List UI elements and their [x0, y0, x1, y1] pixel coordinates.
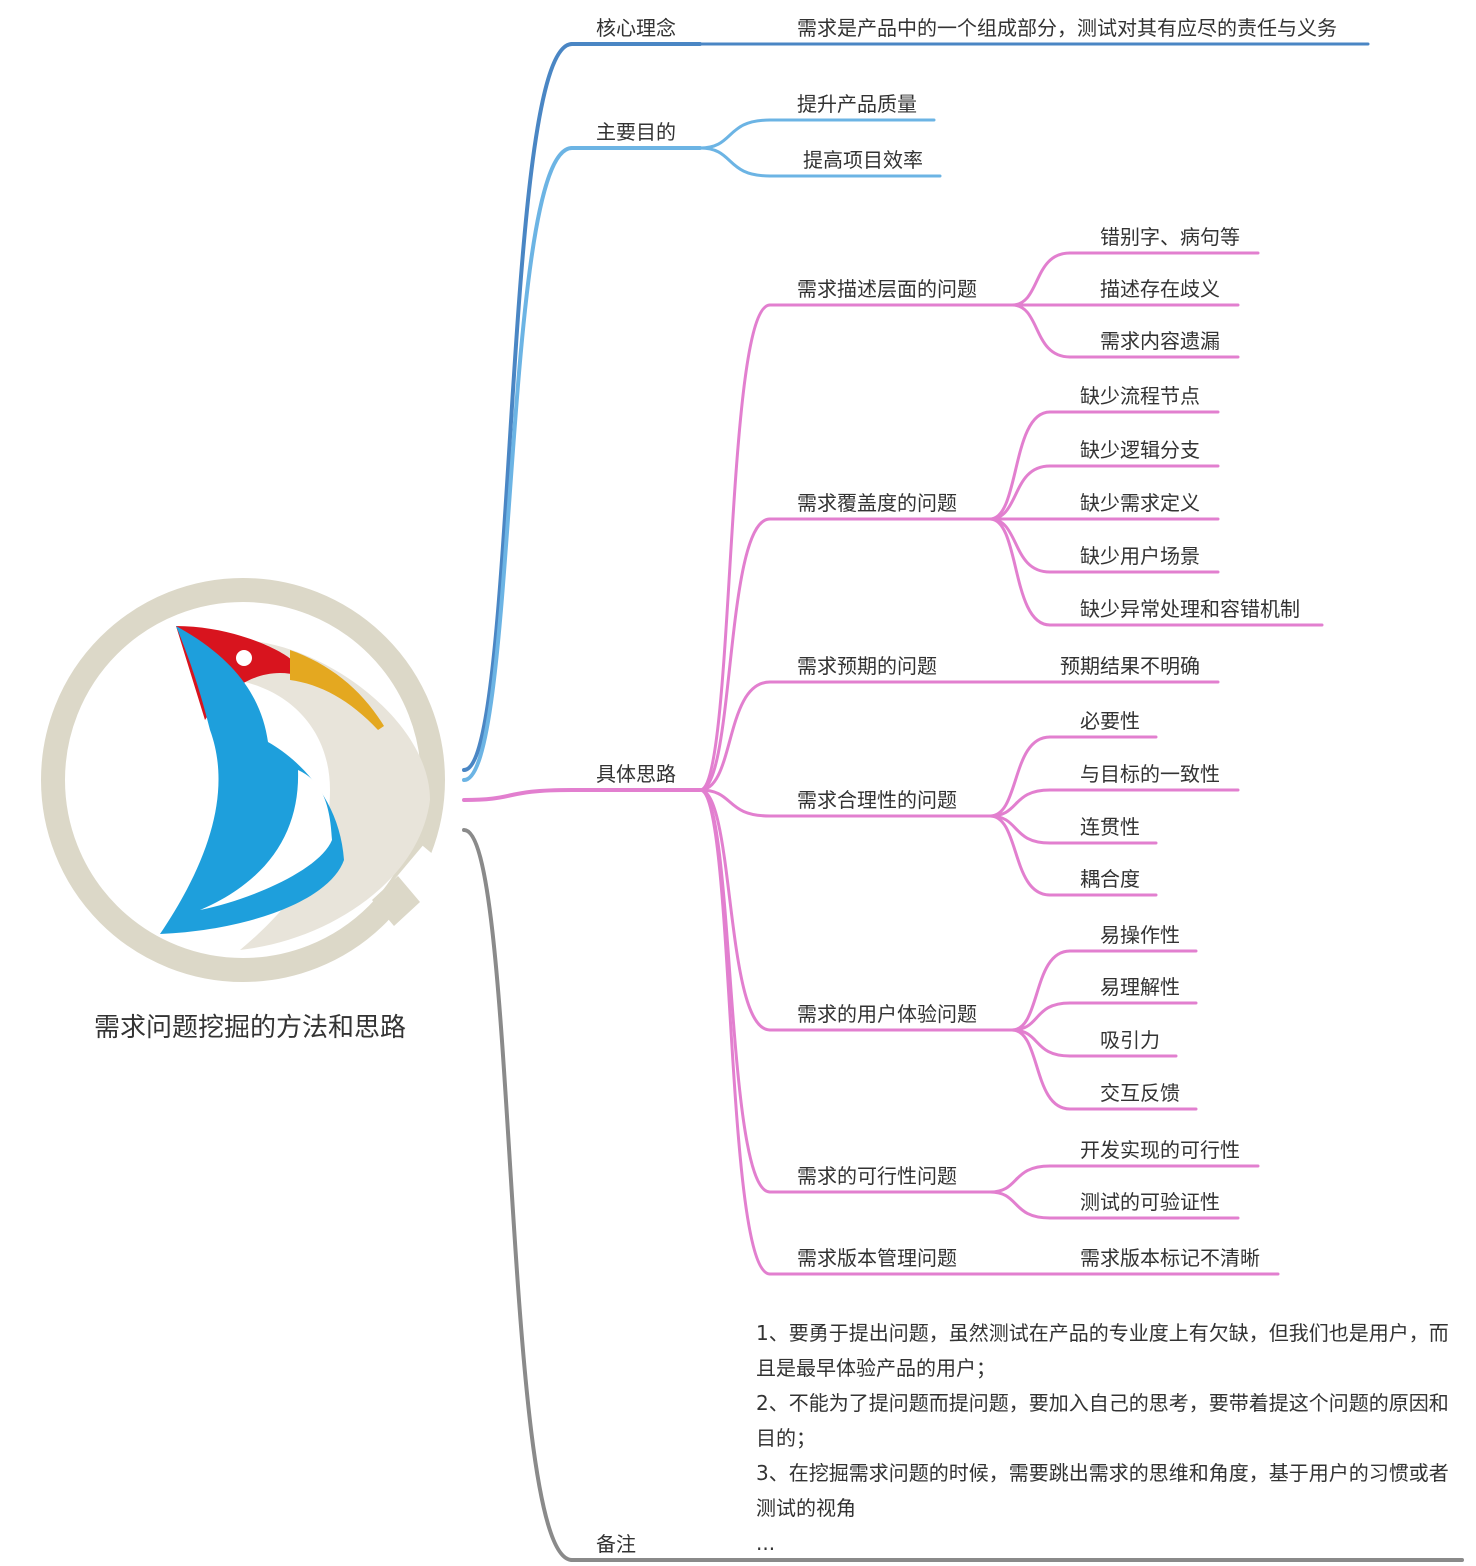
topic-approach-group[interactable]: 需求的可行性问题 — [797, 1164, 957, 1188]
root-topic[interactable]: 需求问题挖掘的方法和思路 — [93, 1013, 406, 1043]
topic-approach-group[interactable]: 需求描述层面的问题 — [797, 277, 977, 301]
topic-approach[interactable]: 具体思路 — [596, 762, 676, 786]
topic-goal-child[interactable]: 提升产品质量 — [797, 92, 917, 116]
topic-core[interactable]: 核心理念 — [596, 16, 676, 40]
edge-approach-leaf — [988, 517, 1052, 574]
edge-approach-leaf — [988, 517, 1052, 627]
topic-goal-child[interactable]: 提高项目效率 — [803, 148, 923, 172]
edge-notes — [462, 828, 574, 1562]
edge-approach-leaf — [988, 735, 1052, 818]
topic-approach-leaf[interactable]: 需求内容遗漏 — [1100, 329, 1220, 353]
edge-goal-child — [698, 118, 772, 150]
topic-goal[interactable]: 主要目的 — [596, 120, 676, 144]
topic-approach-leaf[interactable]: 缺少用户场景 — [1080, 544, 1200, 568]
topic-approach-leaf[interactable]: 错别字、病句等 — [1100, 225, 1240, 249]
edge-approach-leaf — [1010, 303, 1072, 359]
edge-approach-leaf — [1010, 251, 1072, 307]
edge-approach-group — [698, 788, 772, 818]
topic-approach-leaf[interactable]: 缺少逻辑分支 — [1080, 438, 1200, 462]
edge-core — [462, 42, 574, 772]
topic-approach-group[interactable]: 需求预期的问题 — [797, 654, 937, 678]
note-line: 1、要勇于提出问题，虽然测试在产品的专业度上有欠缺，但我们也是用户，而且是最早体… — [756, 1321, 1449, 1380]
topic-approach-leaf[interactable]: 连贯性 — [1080, 815, 1140, 839]
topic-approach-leaf[interactable]: 描述存在歧义 — [1100, 277, 1220, 301]
edge-approach-group — [698, 788, 772, 1276]
note-line: 3、在挖掘需求问题的时候，需要跳出需求的思维和角度，基于用户的习惯或者测试的视角 — [756, 1461, 1449, 1520]
edge-approach-group — [698, 788, 772, 1194]
topic-approach-group[interactable]: 需求的用户体验问题 — [797, 1002, 977, 1026]
note-line: ... — [756, 1531, 776, 1555]
edge-approach-group — [698, 680, 772, 792]
note-line: 2、不能为了提问题而提问题，要加入自己的思考，要带着提这个问题的原因和目的； — [756, 1391, 1449, 1450]
edge-approach-group — [698, 788, 772, 1032]
topic-approach-group[interactable]: 需求版本管理问题 — [797, 1246, 957, 1270]
edge-goal — [462, 146, 574, 782]
mindmap-edges — [462, 42, 1464, 1562]
topic-approach-leaf[interactable]: 易理解性 — [1100, 975, 1180, 999]
edge-approach-leaf — [1010, 1028, 1072, 1111]
topic-approach-leaf[interactable]: 预期结果不明确 — [1060, 654, 1200, 678]
edge-approach-group — [698, 517, 772, 792]
topic-approach-leaf[interactable]: 耦合度 — [1080, 867, 1140, 891]
topic-approach-leaf[interactable]: 缺少流程节点 — [1080, 384, 1200, 408]
topic-core-child[interactable]: 需求是产品中的一个组成部分，测试对其有应尽的责任与义务 — [797, 16, 1337, 40]
topic-approach-leaf[interactable]: 必要性 — [1080, 709, 1140, 733]
topic-approach-leaf[interactable]: 与目标的一致性 — [1080, 762, 1220, 786]
topic-approach-leaf[interactable]: 缺少需求定义 — [1080, 491, 1200, 515]
edge-approach-leaf — [988, 1164, 1052, 1194]
topic-approach-group[interactable]: 需求覆盖度的问题 — [797, 491, 957, 515]
topic-approach-leaf[interactable]: 吸引力 — [1100, 1028, 1160, 1052]
topic-approach-leaf[interactable]: 需求版本标记不清晰 — [1080, 1246, 1260, 1270]
woodpecker-logo — [41, 578, 477, 982]
notes-text: 1、要勇于提出问题，虽然测试在产品的专业度上有欠缺，但我们也是用户，而且是最早体… — [756, 1316, 1461, 1561]
topic-approach-leaf[interactable]: 易操作性 — [1100, 923, 1180, 947]
topic-notes[interactable]: 备注 — [596, 1532, 636, 1556]
edge-approach-leaf — [1010, 949, 1072, 1032]
topic-approach-leaf[interactable]: 缺少异常处理和容错机制 — [1080, 597, 1300, 621]
edge-approach-leaf — [988, 464, 1052, 521]
topic-approach-group[interactable]: 需求合理性的问题 — [797, 788, 957, 812]
edge-approach — [462, 788, 574, 802]
edge-approach-group — [698, 303, 772, 792]
edge-approach-leaf — [988, 410, 1052, 521]
topic-approach-leaf[interactable]: 交互反馈 — [1100, 1081, 1180, 1105]
edge-approach-leaf — [988, 1190, 1052, 1220]
topic-approach-leaf[interactable]: 测试的可验证性 — [1080, 1190, 1220, 1214]
topic-approach-leaf[interactable]: 开发实现的可行性 — [1080, 1138, 1240, 1162]
edge-goal-child — [698, 146, 772, 178]
edge-approach-leaf — [988, 814, 1052, 897]
